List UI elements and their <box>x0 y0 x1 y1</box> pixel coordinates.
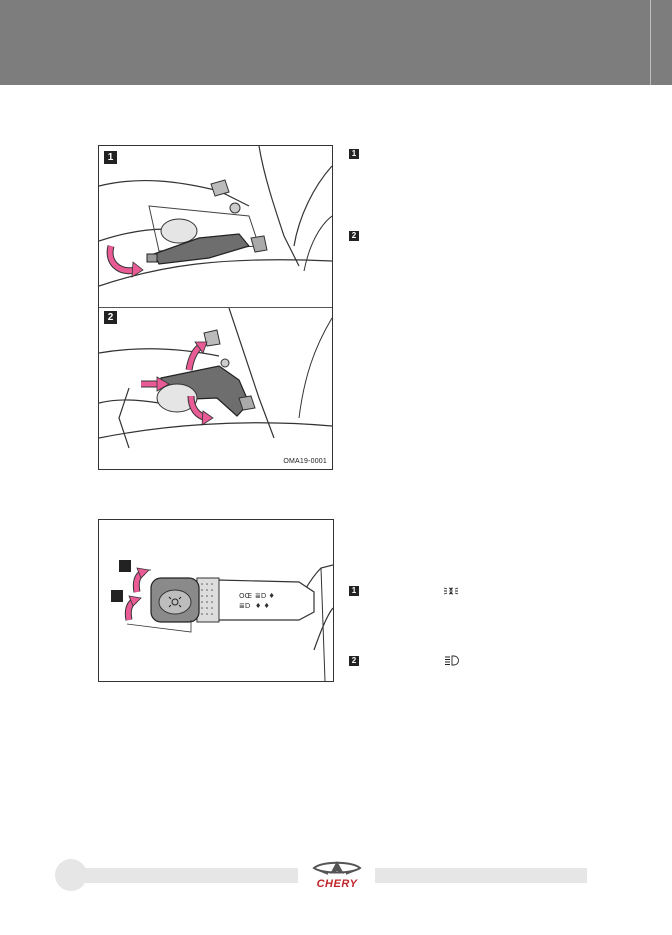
footer-bar-right <box>375 868 587 883</box>
figure-code: OMA19-0001 <box>283 458 327 465</box>
parking-brake-release-illustration <box>99 308 332 449</box>
light-position-2-badge: 2 <box>349 656 359 666</box>
step-2-badge: 2 <box>104 311 117 324</box>
svg-text:≣D: ≣D <box>239 602 250 610</box>
headlight-icon <box>445 655 459 666</box>
footer-bar-left <box>60 868 298 883</box>
chery-logo-icon <box>312 861 362 875</box>
light-switch-illustration: OŒ ≣D ♦ ≣D ♦ ♦ <box>111 560 333 681</box>
page-header-band <box>0 0 672 85</box>
section-1-badge: 1 <box>349 149 359 159</box>
figure-divider <box>99 307 332 308</box>
svg-text:♦ ♦: ♦ ♦ <box>255 602 270 610</box>
parking-brake-apply-illustration <box>99 146 332 287</box>
step-1-badge: 1 <box>104 151 117 164</box>
light-switch-figure: OŒ ≣D ♦ ≣D ♦ ♦ <box>98 519 334 682</box>
marker-square-bottom <box>111 590 123 602</box>
marker-square-top <box>119 560 131 572</box>
svg-text:OŒ: OŒ <box>239 592 253 600</box>
svg-text:≣D ♦: ≣D ♦ <box>255 592 275 600</box>
brand-name: CHERY <box>316 878 358 890</box>
section-2-badge: 2 <box>349 231 359 241</box>
header-edge-line <box>650 0 651 85</box>
parking-lights-icon <box>443 587 459 595</box>
parking-brake-figure: 1 2 OMA19-0001 <box>98 145 333 470</box>
light-position-1-badge: 1 <box>349 586 359 596</box>
